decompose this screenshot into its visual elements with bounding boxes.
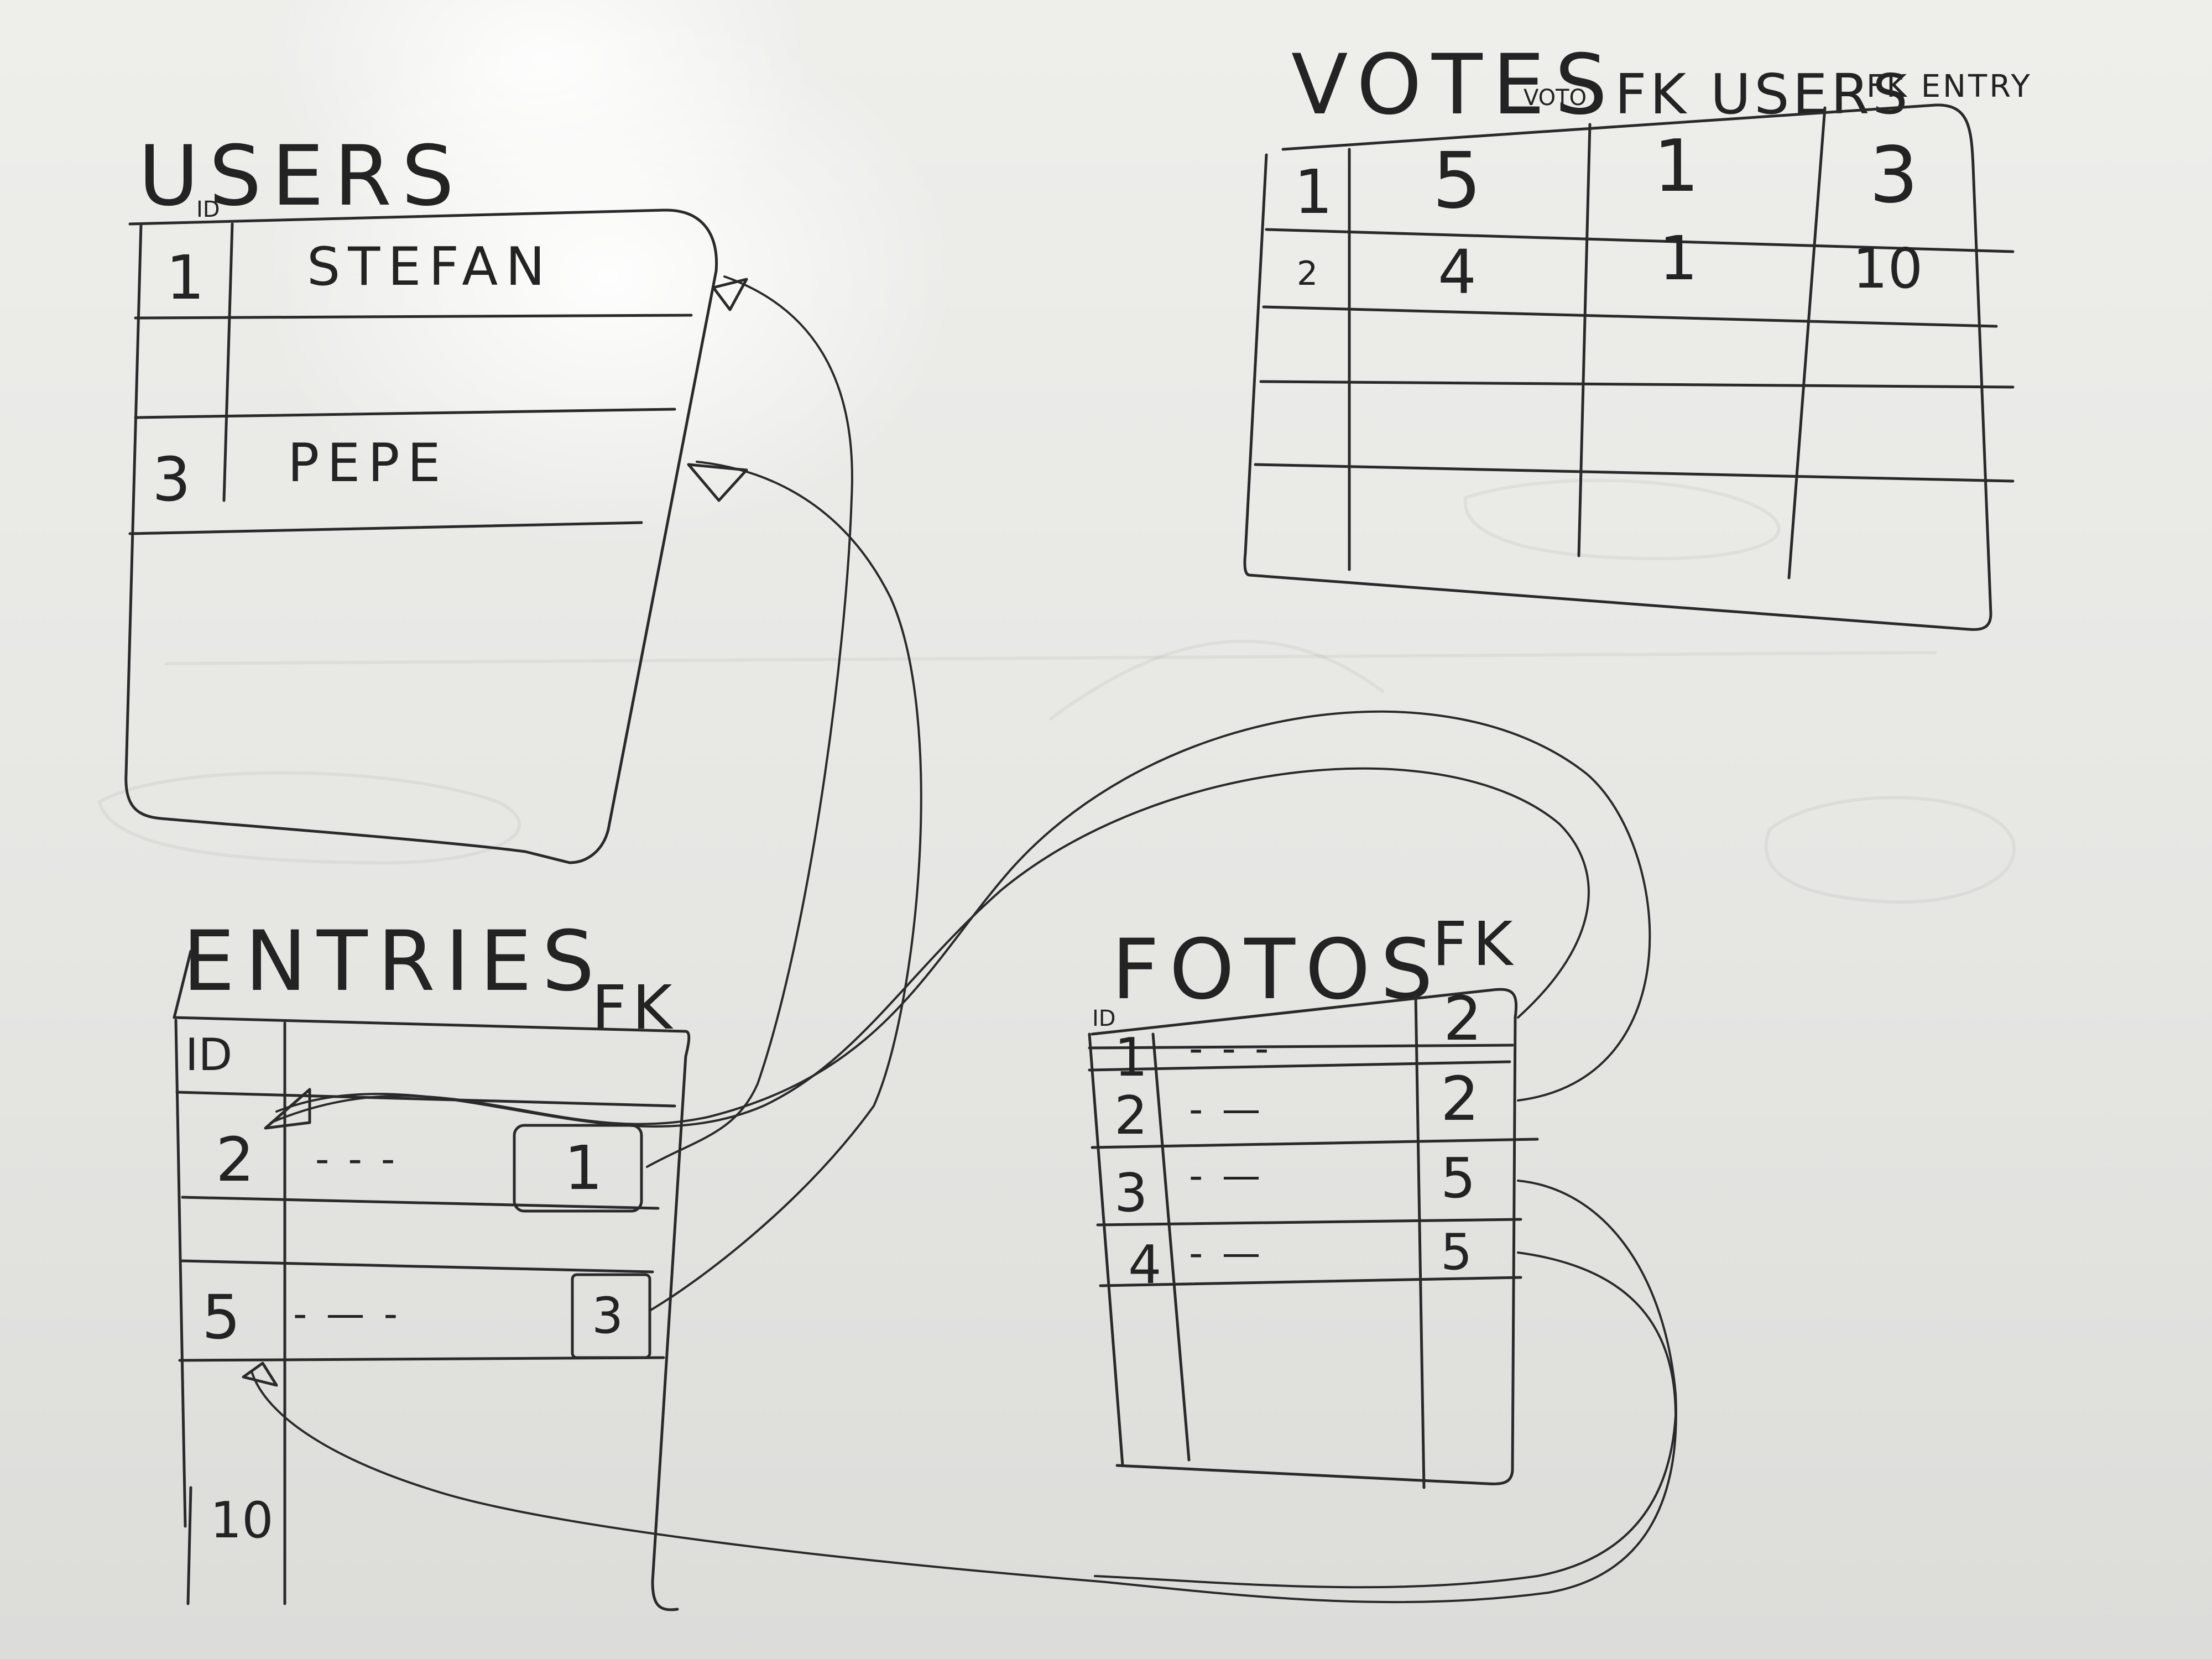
entries-row-1-content: - - - (315, 1136, 398, 1182)
votes-outline (1243, 103, 1992, 631)
users-row-line-2 (134, 408, 676, 419)
fotos-row-2-id: 2 (1114, 1086, 1147, 1146)
users-row-line-3 (128, 521, 643, 535)
entries-row-2-id: 5 (202, 1282, 241, 1353)
fotos-title: FOTOS (1112, 922, 1443, 1018)
fotos-left-edge (1088, 1032, 1124, 1467)
users-id-divider (222, 222, 234, 502)
fotos-row-line-2 (1088, 1060, 1511, 1072)
fotos-row-3-fk: 5 (1441, 1146, 1476, 1211)
votes-col-divider-1 (1577, 123, 1592, 557)
fotos-row-line-4 (1096, 1218, 1522, 1227)
users-outline (124, 208, 718, 864)
entries-row-3-id: 10 (210, 1491, 274, 1550)
fotos-row-line-1 (1088, 1044, 1514, 1050)
votes-row-1-voto: 5 (1432, 136, 1481, 226)
entries-outline (173, 1016, 691, 1611)
relationship-arrows (242, 275, 1677, 1604)
fotos-fk-header: FK (1432, 909, 1518, 979)
votes-col-voto: VOTO (1524, 85, 1587, 111)
votes-row-2-fk-entry: 10 (1853, 236, 1923, 301)
entries-row-line-3 (181, 1259, 654, 1274)
entries-title: ENTRIES (182, 914, 604, 1010)
entries-table: ENTRIES FK ID 2 - - - 1 5 - — - 3 10 (173, 914, 691, 1611)
fotos-row-4-id: 4 (1128, 1235, 1161, 1296)
users-row-1-id: 1 (166, 242, 205, 313)
fotos-row-line-5 (1099, 1276, 1522, 1287)
fotos-outline (1091, 988, 1518, 1485)
arrow-fotos-row2-fk-to-entries-2 (270, 710, 1651, 1125)
fotos-row-2-fk: 2 (1441, 1063, 1479, 1134)
votes-title: VOTES (1291, 37, 1618, 133)
arrowhead-users-1 (712, 278, 748, 311)
fotos-row-2-content: - — (1189, 1087, 1264, 1132)
votes-row-1-id: 1 (1294, 156, 1333, 227)
fotos-row-1-id: 1 (1114, 1027, 1147, 1088)
fotos-row-3-id: 3 (1114, 1163, 1147, 1224)
fotos-row-line-3 (1091, 1138, 1539, 1149)
entries-left-edge (173, 950, 192, 1528)
arrow-entries-fk1-to-users-1 (646, 275, 853, 1168)
fotos-row-3-content: - — (1189, 1153, 1264, 1198)
fotos-id-header: ID (1092, 1006, 1116, 1031)
entries-row-line-2 (181, 1196, 660, 1210)
fotos-row-1-fk: 2 (1443, 983, 1482, 1054)
votes-table: VOTES VOTO FK USERS FK ENTRY 1 5 1 3 2 4… (1243, 37, 2032, 631)
arrow-fotos-row4-fk-to-entries-5 (1094, 1251, 1677, 1589)
arrowhead-users-3 (687, 463, 748, 502)
votes-row-2-fk-users: 1 (1659, 223, 1698, 294)
fotos-fk-divider (1414, 994, 1426, 1489)
users-table: USERS ID 1 STEFAN 3 PEPE (124, 128, 718, 864)
entries-row-1-fk: 1 (564, 1133, 603, 1203)
votes-col-divider-2 (1787, 106, 1827, 580)
entries-id-header: ID (185, 1029, 232, 1081)
arrow-entries-fk3-to-users-3 (649, 461, 922, 1312)
entries-row-2-fk: 3 (592, 1287, 623, 1345)
entries-left-edge-lower (186, 1486, 192, 1605)
fotos-row-1-content: - - - (1189, 1026, 1272, 1071)
fotos-table: FOTOS FK ID 1 - - - 2 2 - — 2 3 - — 5 4 … (1088, 909, 1539, 1489)
entries-row-2-content: - — - (293, 1291, 401, 1337)
arrowhead-entries-2 (264, 1088, 311, 1130)
users-row-3-id: 3 (152, 444, 191, 515)
entries-row-1-id: 2 (216, 1124, 254, 1195)
users-title: USERS (138, 128, 464, 225)
votes-row-line-2 (1262, 305, 1998, 328)
entries-fk-header: FK (592, 972, 677, 1043)
votes-row-line-3 (1259, 380, 2015, 389)
votes-col-fk-entry: FK ENTRY (1866, 69, 2032, 105)
fotos-id-divider (1151, 1032, 1191, 1462)
users-row-3-name: PEPE (288, 433, 448, 494)
arrowhead-entries-5 (242, 1361, 278, 1387)
arrow-fotos-row3-fk-to-entries-5 (251, 1180, 1677, 1604)
users-row-1-name: STEFAN (307, 237, 552, 298)
entries-row-line-1 (175, 1091, 676, 1108)
votes-row-2-id: 2 (1297, 254, 1318, 293)
votes-row-1-fk-entry: 3 (1869, 131, 1918, 221)
votes-row-line-1 (1265, 228, 2015, 253)
users-row-line-1 (134, 314, 693, 320)
fotos-row-4-content: - — (1189, 1230, 1264, 1276)
entries-row-2-fk-box (571, 1273, 651, 1359)
votes-row-2-voto: 4 (1438, 237, 1477, 307)
votes-row-line-4 (1254, 463, 2015, 483)
votes-row-1-fk-users: 1 (1653, 124, 1699, 208)
fotos-row-4-fk: 5 (1441, 1223, 1472, 1281)
erased-residue (97, 478, 2016, 904)
entries-row-1-fk-box (513, 1124, 643, 1213)
users-id-header: ID (196, 197, 220, 222)
